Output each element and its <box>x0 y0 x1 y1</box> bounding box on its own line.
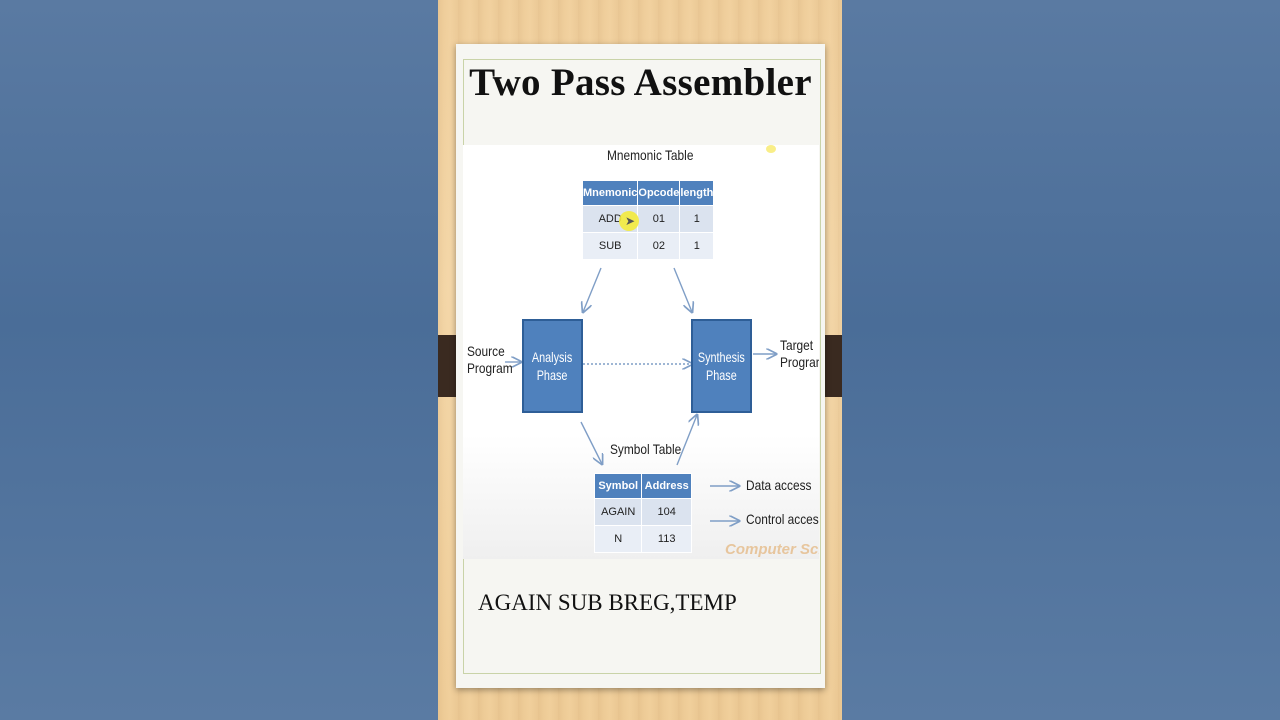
arrow-symbol-to-synthesis <box>676 415 697 466</box>
table-cell: 01 <box>637 205 681 233</box>
address-header: Address <box>641 473 692 499</box>
mnemonic-table: Mnemonic Opcode length ADD 01 1 SUB 02 1 <box>581 180 715 260</box>
table-cell: AGAIN <box>593 498 643 526</box>
arrow-table-to-analysis <box>583 267 602 312</box>
symbol-table-caption: Symbol Table <box>610 441 682 457</box>
table-cell: 1 <box>679 232 715 260</box>
right-binder-tab <box>820 335 842 397</box>
highlight-spark <box>766 145 776 153</box>
mnemonic-header: Mnemonic <box>581 180 639 206</box>
opcode-header: Opcode <box>637 180 681 206</box>
table-cell: 104 <box>641 498 692 526</box>
target-program-label: Target Program <box>780 337 819 370</box>
symbol-header: Symbol <box>593 473 643 499</box>
mnemonic-table-caption: Mnemonic Table <box>607 147 694 163</box>
slide-title: Two Pass Assembler <box>469 61 812 104</box>
table-cell: 02 <box>637 232 681 260</box>
left-binder-tab <box>438 335 460 397</box>
assembly-statement: AGAIN SUB BREG,TEMP <box>478 590 737 615</box>
synthesis-phase-box: Synthesis Phase <box>691 319 752 413</box>
legend-control-access: Control access <box>746 511 819 527</box>
arrow-analysis-to-symbol <box>580 421 602 464</box>
symbol-table: Symbol Address AGAIN 104 N 113 <box>593 473 692 553</box>
source-program-label: Source Program <box>467 343 513 376</box>
cursor-highlight <box>619 211 639 231</box>
table-cell: N <box>593 525 643 553</box>
length-header: length <box>679 180 715 206</box>
diagram-area: Mnemonic Table Mnemonic Opcode length AD… <box>463 145 819 559</box>
legend-data-access: Data access <box>746 477 812 493</box>
table-cell: 1 <box>679 205 715 233</box>
cursor-icon: ➤ <box>625 214 636 228</box>
table-cell: 113 <box>641 525 692 553</box>
arrow-table-to-synthesis <box>673 267 692 312</box>
table-cell: SUB <box>581 232 639 260</box>
watermark-logo: Computer Sc... <box>725 541 819 558</box>
diagram-arrows <box>505 267 819 559</box>
analysis-phase-box: Analysis Phase <box>522 319 583 413</box>
